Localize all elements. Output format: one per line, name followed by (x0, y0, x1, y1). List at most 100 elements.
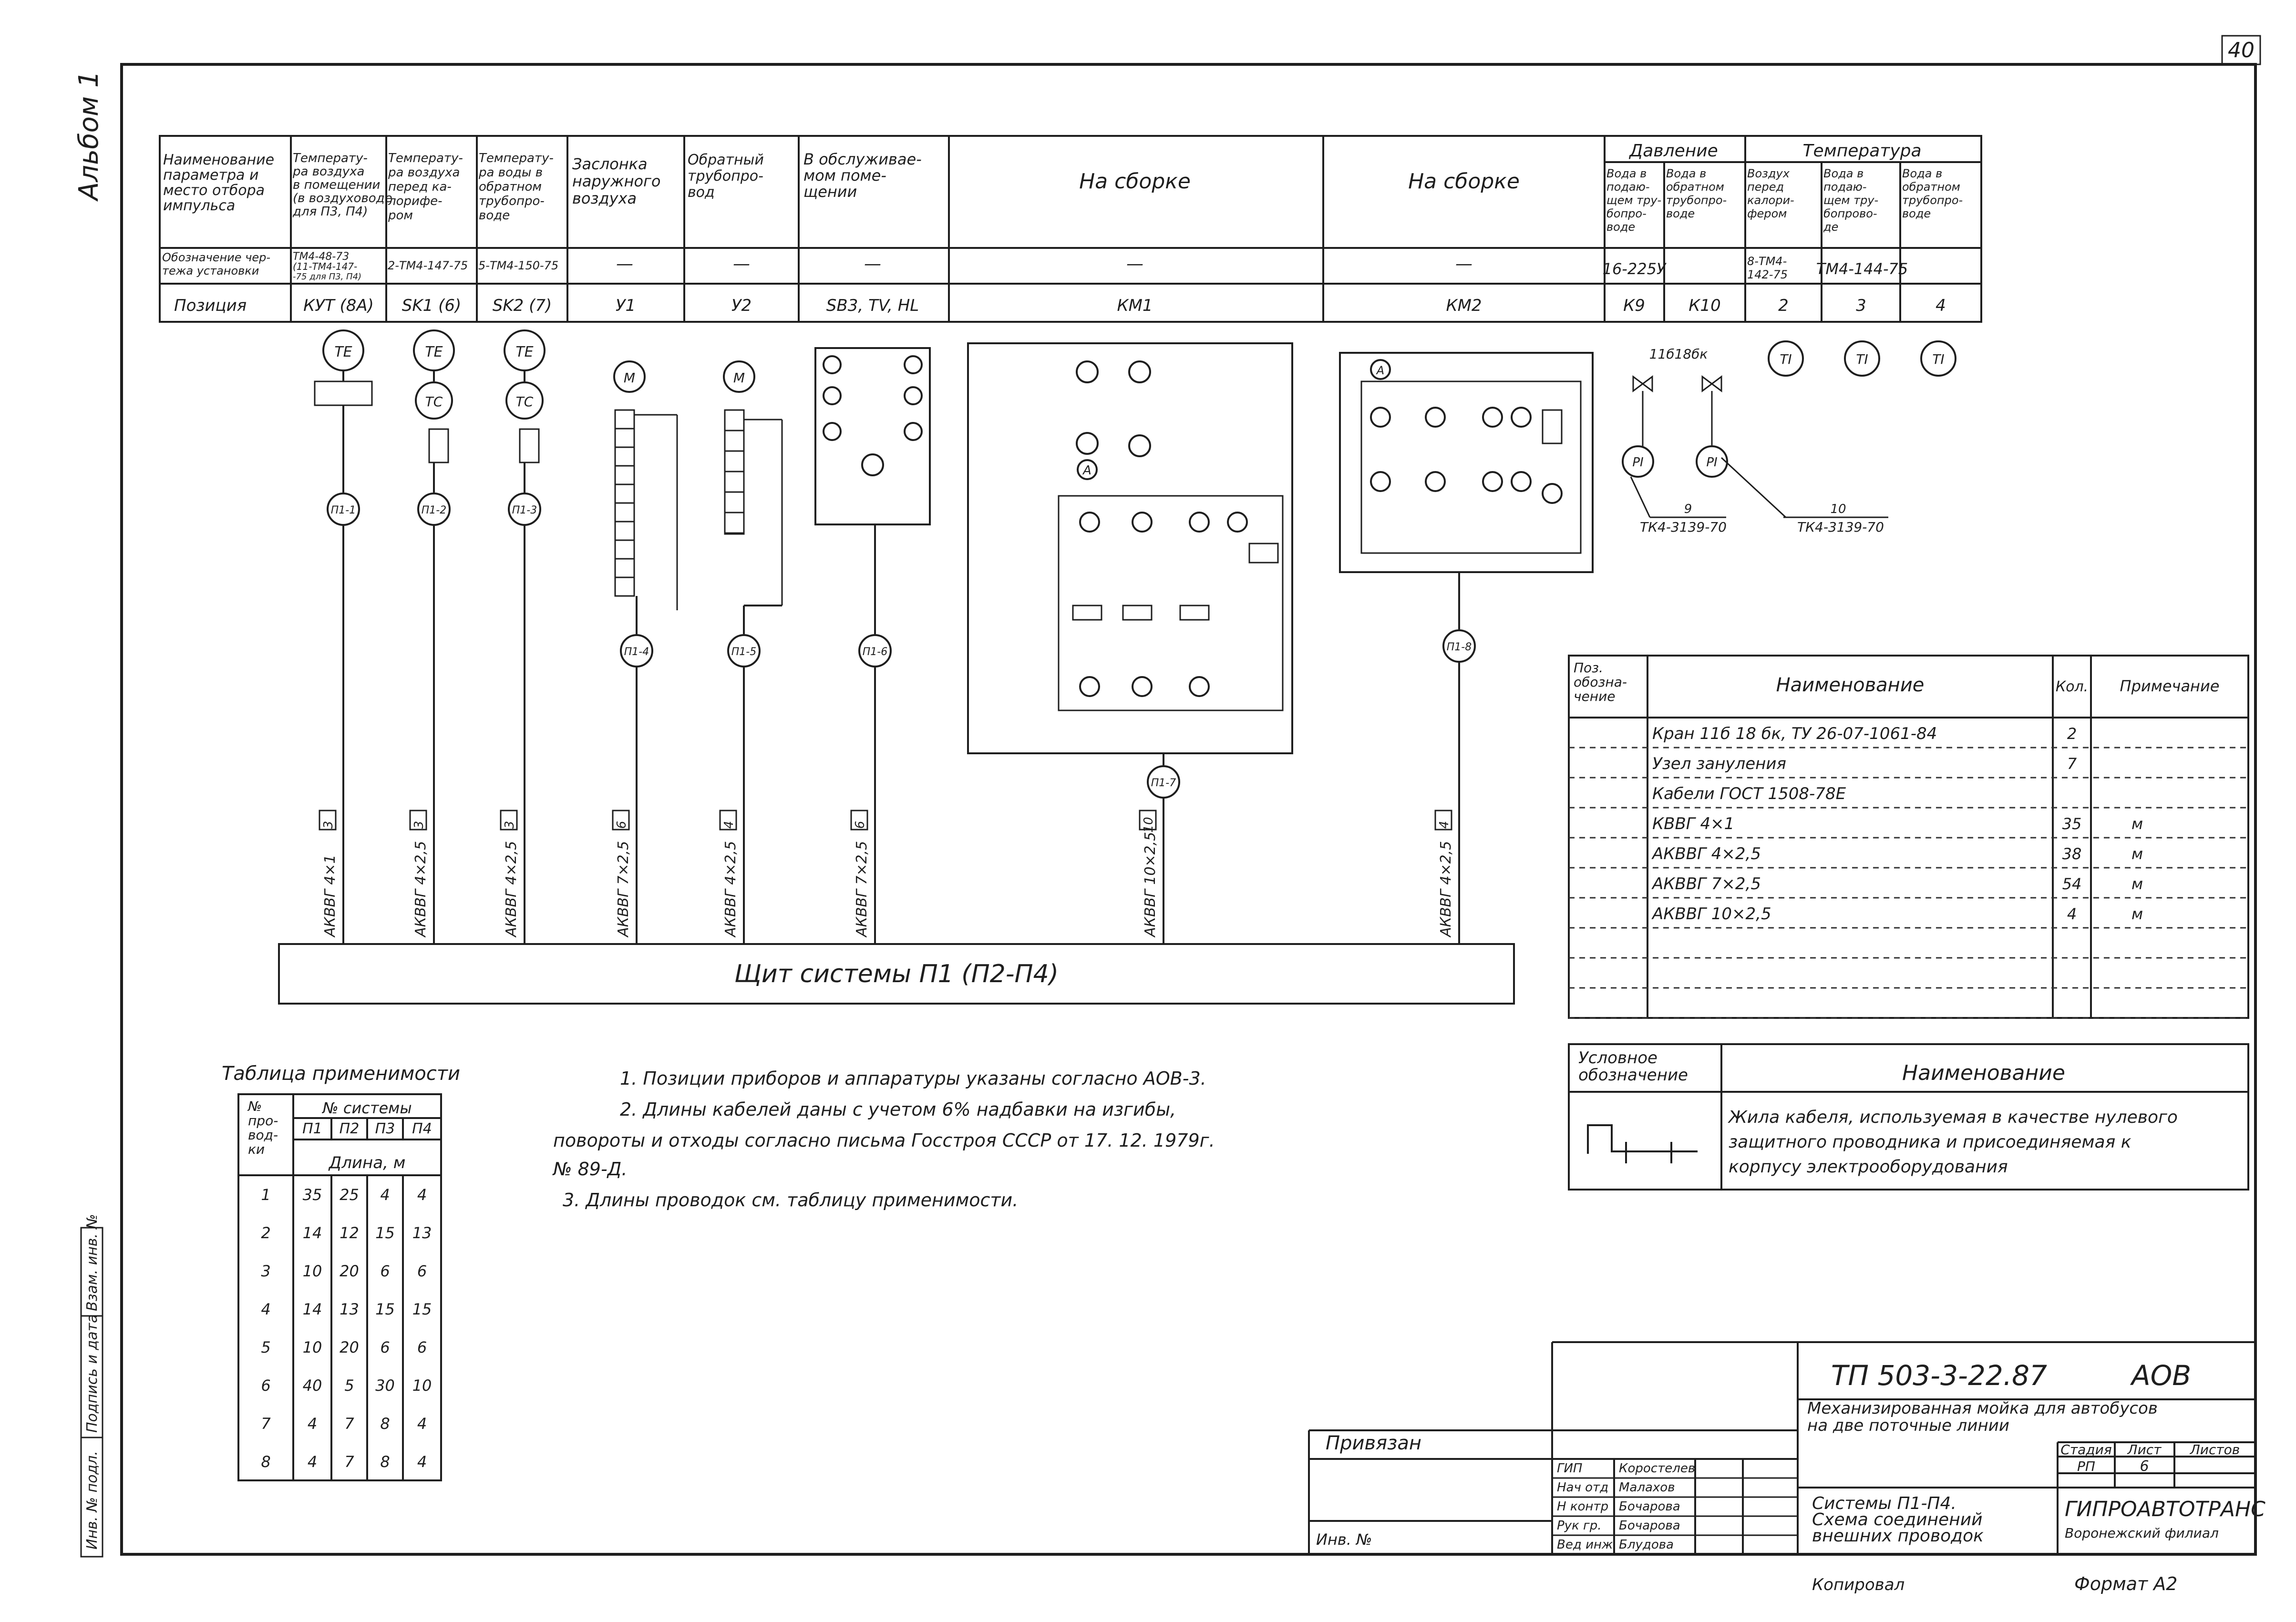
privyazan-label: Привязан (1326, 1432, 1421, 1454)
header-col-room: щении (803, 183, 857, 201)
applicability-cell: 35 (303, 1186, 322, 1204)
page-number-box (2221, 35, 2261, 65)
applicability-cell: 8 (261, 1453, 270, 1471)
header-col-t-water: Температу- (479, 151, 554, 165)
header-t-supply: подаю- (1823, 180, 1867, 194)
spec-header-name: Наименование (1776, 674, 1925, 696)
position-code: SK1 (6) (402, 296, 461, 315)
header-t-supply: щем тру- (1823, 194, 1878, 207)
cable-label: АКВВГ 4×2,5 (412, 841, 429, 938)
terminal (1227, 512, 1248, 533)
cable-count-box (612, 810, 630, 831)
header-assembly-2: На сборке (1408, 169, 1520, 194)
header-row-drawing: Обозначение чер- (162, 251, 270, 264)
header-t-return: воде (1902, 207, 1931, 220)
note-line: 2. Длины кабелей даны с учетом 6% надбав… (620, 1099, 1176, 1120)
applicability-cell: 4 (261, 1300, 270, 1318)
cable-label: АКВВГ 4×2,5 (1438, 841, 1454, 938)
terminal (823, 386, 842, 405)
header-col-name: место отбора (163, 182, 265, 199)
position-code: SB3, TV, HL (826, 296, 919, 315)
applicability-cell: 4 (308, 1415, 317, 1433)
contactor-coil (1072, 605, 1102, 621)
cable-count-box (500, 810, 518, 831)
applicability-cell: 6 (380, 1262, 390, 1280)
header-t-return: трубопро- (1902, 194, 1963, 207)
junction-label: П1-6 (863, 646, 887, 658)
drawing-designation: 142-75 (1747, 268, 1788, 281)
cable-count: 6 (615, 821, 629, 829)
spec-row-qty: 4 (2067, 905, 2077, 923)
applicability-cell: 6 (417, 1262, 427, 1280)
position-code: SK2 (7) (493, 296, 552, 315)
header-col-room: В обслуживае- (803, 150, 922, 168)
signature-role: Нач отд (1557, 1480, 1608, 1495)
km2-contactor-block (1360, 380, 1582, 554)
stage-value: РП (2077, 1458, 2095, 1474)
header-assembly-1: На сборке (1079, 169, 1191, 194)
cable-label: АКВВГ 10×2,5 (1142, 832, 1159, 938)
cable-count: 4 (1437, 821, 1452, 829)
km1-contactor-block (1058, 495, 1284, 711)
applicability-cell: 2 (261, 1224, 270, 1242)
applicability-cell: 7 (261, 1415, 271, 1433)
applicability-header-system: № системы (321, 1099, 412, 1117)
drawing-designation: 2-ТМ4-147-75 (388, 259, 468, 272)
terminal (1079, 676, 1100, 697)
header-col-return: трубопро- (688, 168, 763, 185)
contactor-coil (1122, 605, 1153, 621)
terminal (904, 422, 923, 441)
applicability-header-no: про- (248, 1113, 278, 1129)
applicability-header-no: вод- (248, 1127, 278, 1143)
spec-row-name: АКВВГ 10×2,5 (1651, 904, 1771, 924)
PI-gauge (1696, 445, 1728, 478)
terminal (1076, 360, 1099, 383)
applicability-cell: 15 (375, 1224, 395, 1242)
spec-header-pos: обозна- (1574, 674, 1627, 690)
drawing-designation: (11-ТМ4-147- (293, 261, 357, 272)
crane-valve (1701, 375, 1722, 392)
header-col-name: импульса (163, 197, 235, 214)
terminal (1370, 407, 1391, 428)
signature-name: Бочарова (1619, 1519, 1680, 1533)
header-p-supply: Вода в (1606, 167, 1647, 180)
signature-role: ГИП (1557, 1461, 1583, 1476)
spec-header-pos: Поз. (1574, 660, 1603, 676)
header-col-t-water: трубопро- (479, 194, 545, 208)
cable-count: 3 (503, 821, 517, 829)
terminal (1189, 676, 1210, 697)
spec-row-name: Узел зануления (1652, 754, 1786, 773)
legend-header-symbol: обозначение (1578, 1066, 1688, 1085)
cable-count: 10 (1142, 817, 1156, 832)
sheet-value: 6 (2140, 1458, 2149, 1475)
TI-label: TI (1856, 351, 1868, 367)
applicability-cell: 14 (303, 1224, 322, 1242)
applicability-cell: 4 (417, 1415, 427, 1433)
stamp-inv-podl: Инв. № подл. (84, 1451, 101, 1550)
spec-row-name: Кран 11б 18 бк, ТУ 26-07-1061-84 (1652, 724, 1937, 743)
position-code: 3 (1856, 296, 1866, 315)
legend-header-name: Наименование (1902, 1061, 2065, 1085)
cable-label: АКВВГ 4×2,5 (722, 841, 739, 938)
cable-count: 3 (412, 821, 426, 829)
sheet-frame (120, 63, 2257, 1556)
header-col-t-air: ра воздуха (292, 164, 364, 179)
header-p-supply: бопро- (1606, 207, 1647, 220)
signature-name: Коростелев (1619, 1461, 1695, 1476)
header-col-t-air-heat: ра воздуха (388, 165, 460, 180)
header-t-return: обратном (1902, 180, 1960, 194)
terminal (1425, 471, 1446, 492)
TC-converter (505, 381, 544, 420)
header-col-return: Обратный (688, 152, 764, 168)
applicability-cell: 6 (261, 1376, 270, 1395)
tk-drawing-label: ТК4-3139-70 (1640, 519, 1727, 535)
applicability-cell: 6 (380, 1338, 390, 1356)
local-control-box (814, 347, 931, 525)
applicability-cell: 40 (303, 1376, 322, 1395)
signature-name: Малахов (1619, 1480, 1675, 1495)
applicability-cell: 4 (417, 1186, 427, 1204)
TE-label: TE (334, 344, 352, 360)
cable-count-box (409, 810, 427, 831)
applicability-cell: 3 (261, 1262, 270, 1280)
